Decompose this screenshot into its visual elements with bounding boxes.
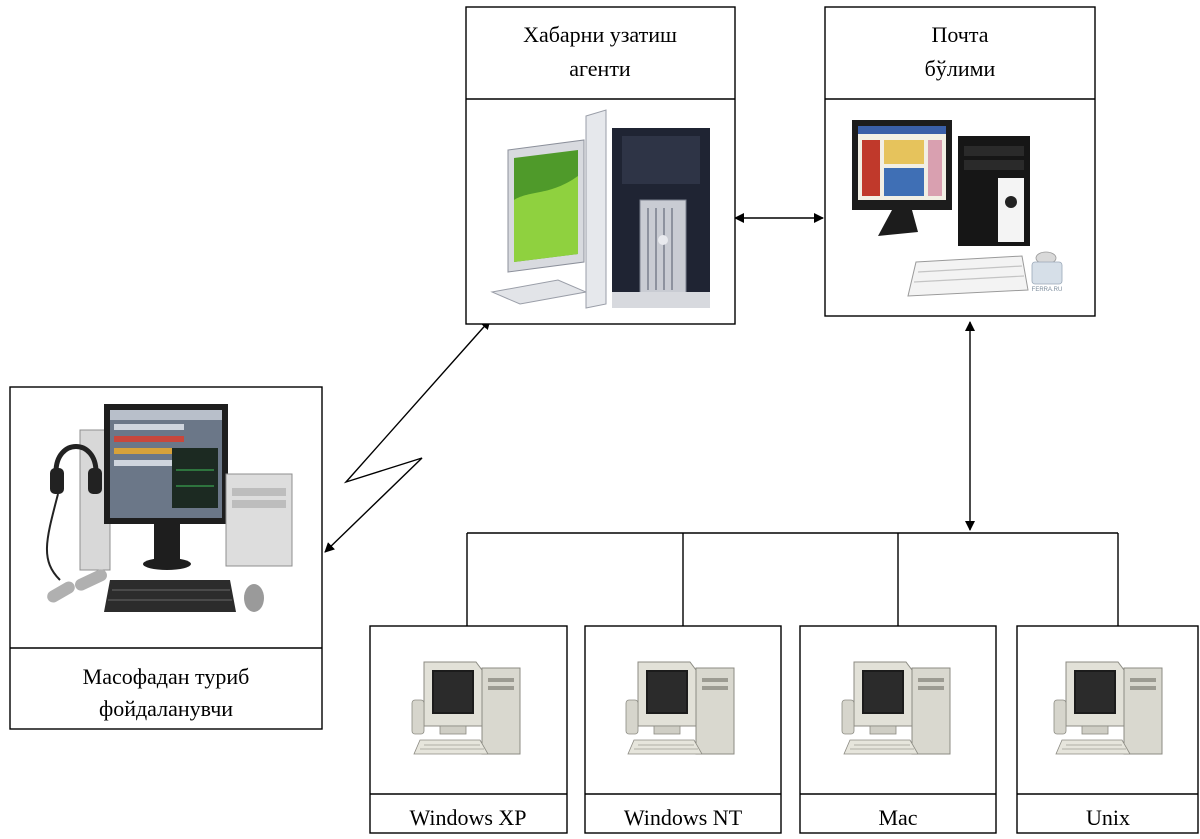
client-label-windows-xp: Windows XP: [409, 805, 526, 830]
crt-computer-icon: [625, 661, 735, 755]
remote-mta-zigzag-link: [324, 319, 491, 553]
client-label-mac: Mac: [878, 805, 917, 830]
post-office-label-line-1: Почта: [931, 22, 988, 47]
remote-user-label-line-2: фойдаланувчи: [99, 696, 233, 721]
client-node-unix: Unix: [1016, 625, 1199, 834]
mta-label-line-1: Хабарни узатиш: [523, 22, 677, 47]
remote-user-node: Масофадан туриб фойдаланувчи: [9, 386, 323, 730]
mta-node: Хабарни узатиш агенти: [465, 6, 736, 325]
remote-user-label-line-1: Масофадан туриб: [83, 664, 250, 689]
client-label-windows-nt: Windows NT: [624, 805, 743, 830]
client-label-unix: Unix: [1086, 805, 1130, 830]
mta-label-line-2: агенти: [569, 56, 631, 81]
post-office-node: Почта бўлими FERRA.RU: [824, 6, 1096, 317]
crt-computer-icon: [1053, 661, 1163, 755]
logo-text: FERRA.RU: [1032, 287, 1063, 293]
client-node-windows-xp: Windows XP: [369, 625, 568, 834]
crt-computer-icon: [841, 661, 951, 755]
server-tower-with-monitor-icon: [490, 109, 710, 309]
connections: [324, 213, 1119, 626]
post-office-label-line-2: бўлими: [925, 56, 996, 81]
client-node-windows-nt: Windows NT: [584, 625, 782, 834]
desktop-computer-icon: [852, 120, 1057, 297]
client-bus: [466, 532, 1119, 626]
client-node-mac: Mac: [799, 625, 997, 834]
remote-workstation-icon: [46, 404, 293, 612]
ferra-logo: FERRA.RU: [1031, 261, 1063, 293]
crt-computer-icon: [411, 661, 521, 755]
